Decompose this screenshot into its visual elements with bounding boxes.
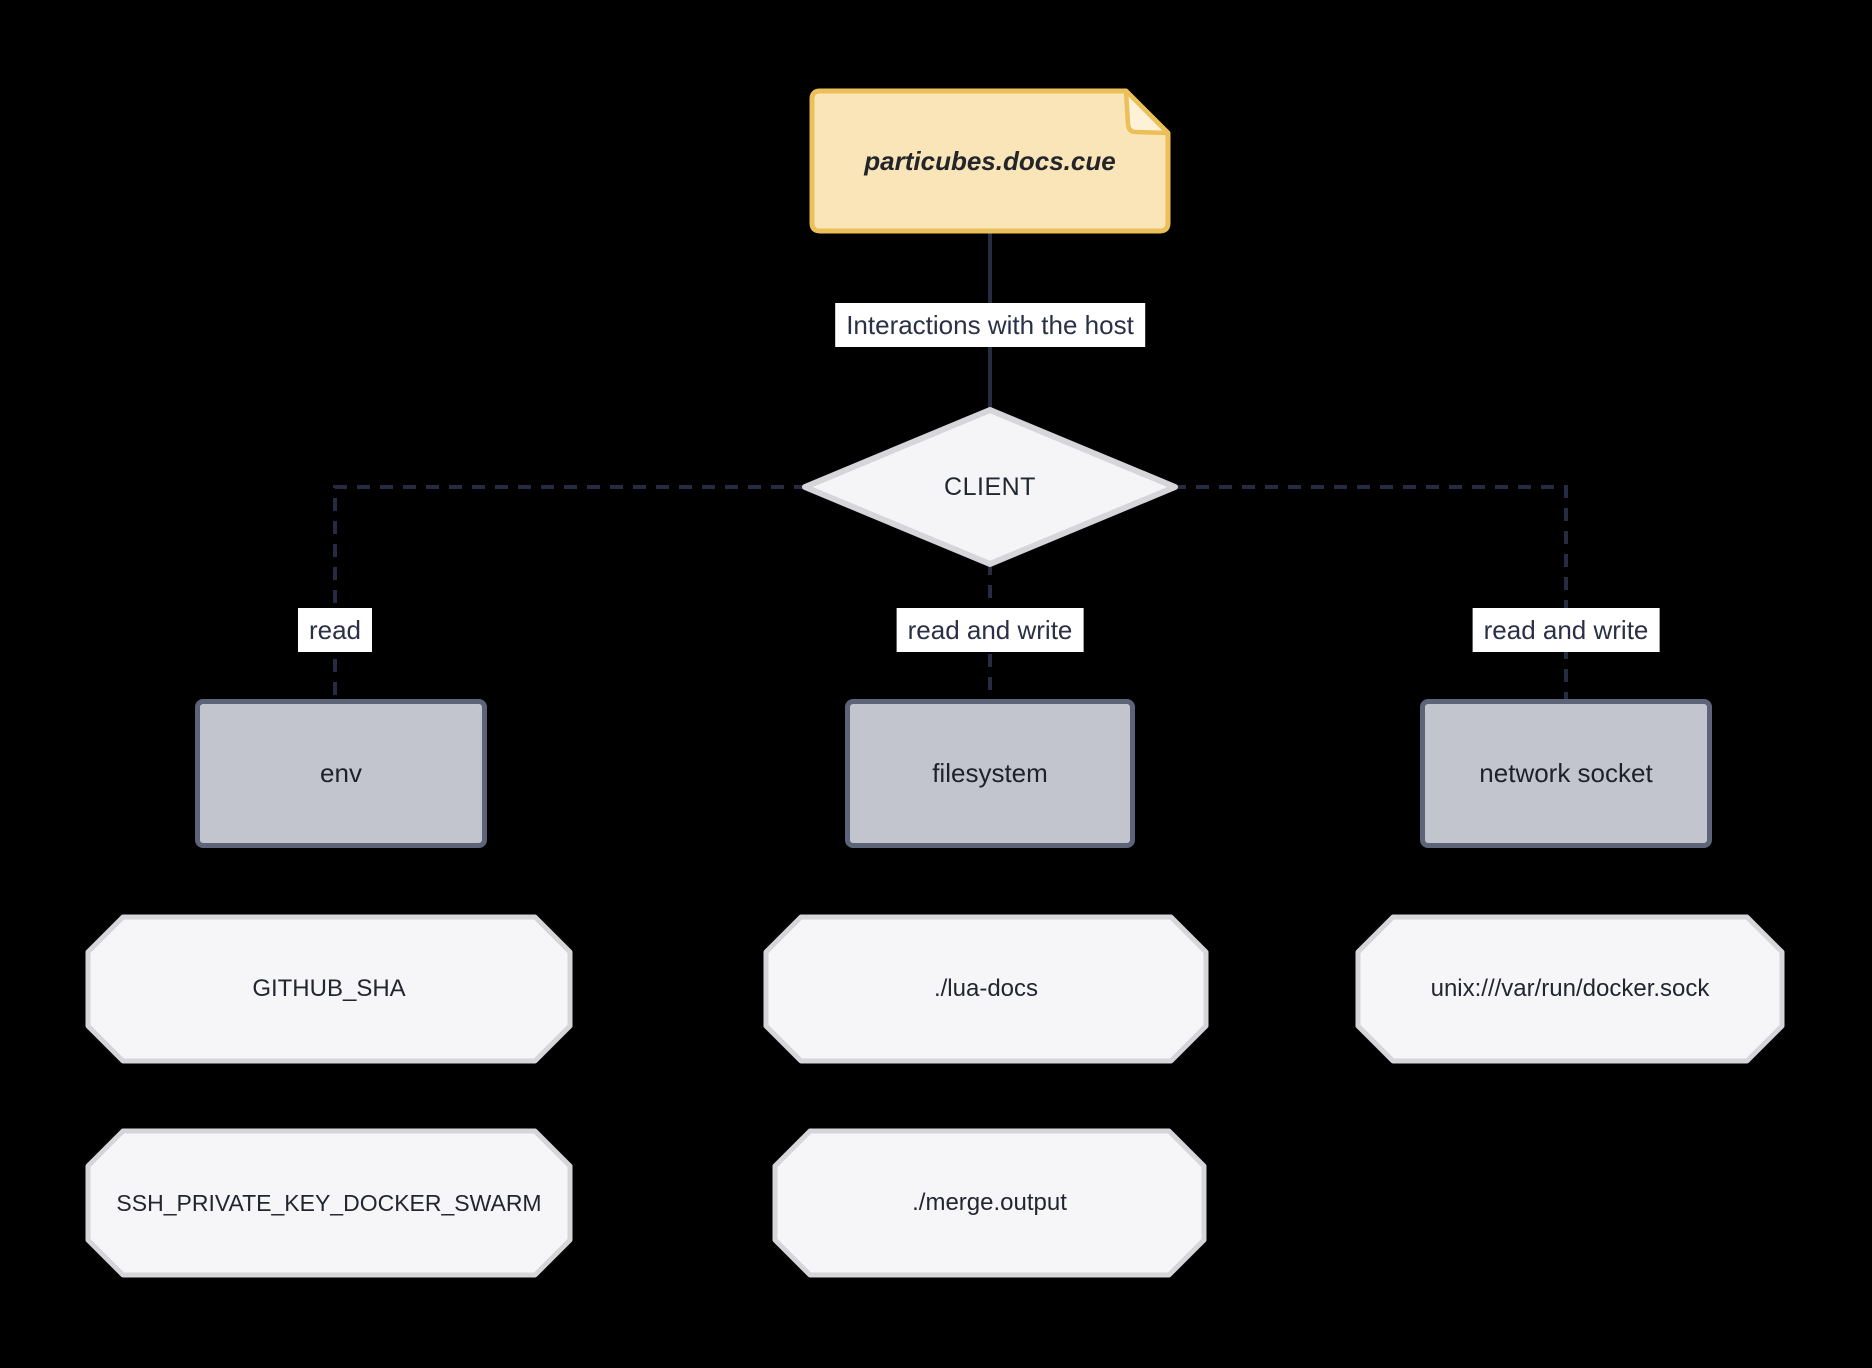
octagon-github-sha-shape	[85, 914, 573, 1064]
edge-label-read-and-write-network: read and write	[1472, 608, 1660, 652]
octagon-ssh-key-shape	[85, 1128, 573, 1278]
note-fold-corner	[1123, 88, 1171, 136]
node-env: env	[195, 699, 487, 848]
note-body	[809, 88, 1171, 234]
octagon-github-sha	[85, 914, 573, 1064]
note-shape	[809, 88, 1171, 234]
node-network-socket: network socket	[1420, 699, 1712, 848]
node-filesystem: filesystem	[845, 699, 1135, 848]
octagon-merge-output-shape	[772, 1128, 1207, 1278]
octagon-merge-output	[772, 1128, 1207, 1278]
octagon-docker-sock	[1355, 914, 1785, 1064]
edge-client-to-network-socket	[1173, 485, 1568, 699]
edge-label-read: read	[297, 608, 373, 652]
edge-label-interactions-with-host: Interactions with the host	[835, 303, 1145, 347]
edge-client-to-env	[333, 485, 807, 699]
octagon-ssh-key	[85, 1128, 573, 1278]
client-diamond-shape	[802, 407, 1178, 567]
octagon-lua-docs	[763, 914, 1209, 1064]
client-diamond	[802, 407, 1178, 567]
octagon-lua-docs-shape	[763, 914, 1209, 1064]
octagon-docker-sock-shape	[1355, 914, 1785, 1064]
edge-label-read-and-write-filesystem: read and write	[896, 608, 1084, 652]
